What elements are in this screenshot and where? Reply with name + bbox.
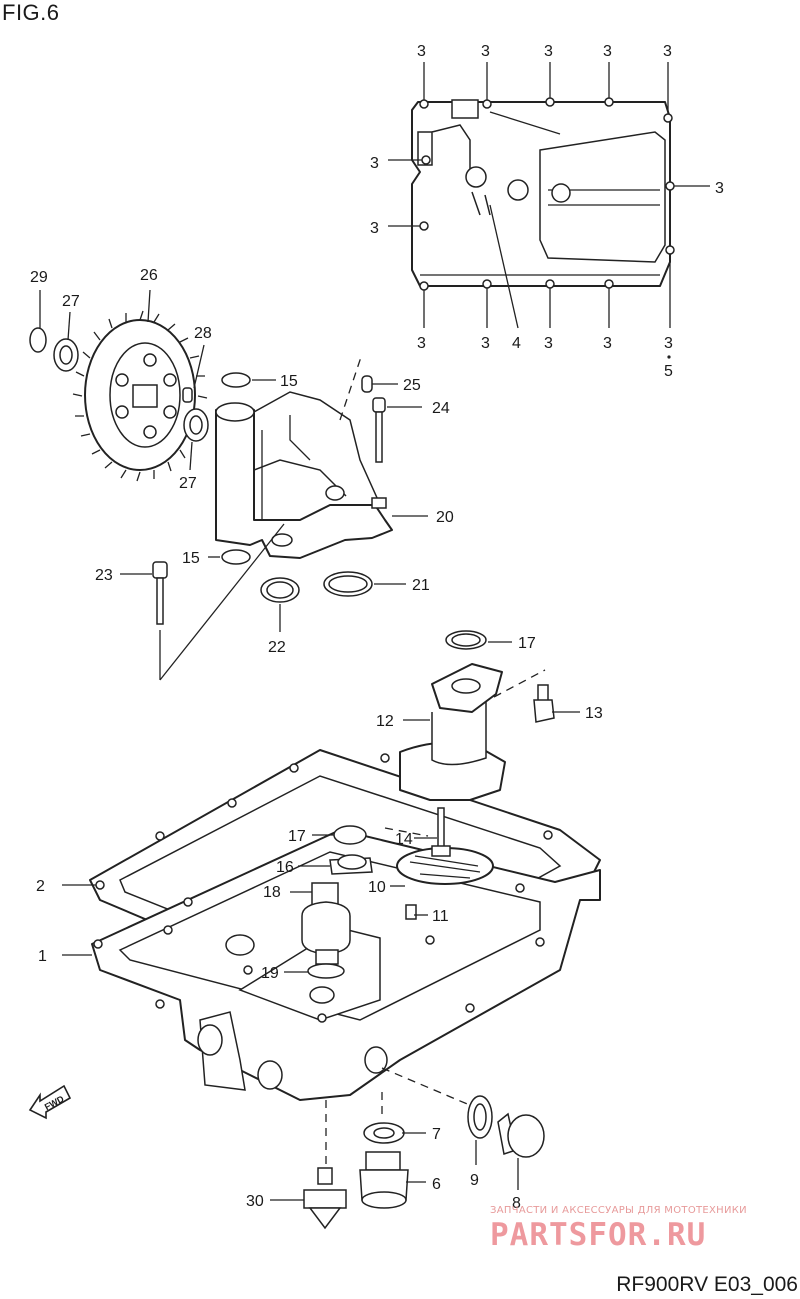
callout-3: 3: [417, 43, 426, 60]
callout-17: 17: [518, 635, 536, 652]
callout-1: 1: [38, 948, 47, 965]
callout-15: 15: [280, 373, 298, 390]
callout-29: 29: [30, 269, 48, 286]
callout-14: 14: [395, 831, 413, 848]
callout-3: 3: [715, 180, 724, 197]
callout-3: 3: [370, 220, 379, 237]
callout-6: 6: [432, 1176, 441, 1193]
callout-19: 19: [261, 965, 279, 982]
gear-leader-lines: [39, 289, 205, 471]
callout-24: 24: [432, 400, 450, 417]
watermark-caption: ЗАПЧАСТИ И АКСЕССУАРЫ ДЛЯ МОТОТЕХНИКИ: [490, 1205, 747, 1216]
baffle-leader-lines: [388, 62, 710, 329]
callout-17: 17: [288, 828, 306, 845]
callout-22: 22: [268, 639, 286, 656]
pan-leader-lines: [62, 641, 580, 973]
drain-leader-lines: [270, 1067, 519, 1201]
callout-20: 20: [436, 509, 454, 526]
callout-3: 3: [544, 335, 553, 352]
callout-30: 30: [246, 1193, 264, 1210]
gear-washers: [29, 327, 209, 442]
callout-11: 11: [432, 908, 449, 925]
callout-13: 13: [585, 705, 603, 722]
callout-numbers: 3 3 3 3 3 3 3 3 3 3 4 3 3 3 5 29 27 26 2…: [30, 43, 724, 1212]
pump-leader-lines: [120, 353, 428, 681]
callout-3: 3: [544, 43, 553, 60]
callout-9: 9: [470, 1172, 479, 1189]
callout-23: 23: [95, 567, 113, 584]
oil-pan-holes: [93, 753, 553, 1023]
oil-strainer-pipe: [399, 630, 555, 801]
callout-3: 3: [481, 335, 490, 352]
callout-3: 3: [481, 43, 490, 60]
callout-2: 2: [36, 878, 45, 895]
callout-7: 7: [432, 1126, 441, 1143]
callout-8: 8: [512, 1195, 521, 1212]
callout-27: 27: [62, 293, 80, 310]
callout-3: 3: [603, 335, 612, 352]
callout-25: 25: [403, 377, 421, 394]
callout-10: 10: [368, 879, 386, 896]
callout-21: 21: [412, 577, 430, 594]
callout-3: 3: [664, 335, 673, 352]
watermark-logo: PARTSFOR.RU: [490, 1217, 707, 1253]
figure-title: FIG.6: [2, 0, 60, 25]
callout-18: 18: [263, 884, 281, 901]
callout-27: 27: [179, 475, 197, 492]
forward-direction-icon: FWD: [28, 1084, 72, 1120]
callout-15: 15: [182, 550, 200, 567]
figure-code: RF900RV E03_006: [616, 1273, 798, 1296]
callout-3: 3: [370, 155, 379, 172]
callout-26: 26: [140, 267, 158, 284]
callout-3: 3: [417, 335, 426, 352]
callout-4: 4: [512, 335, 521, 352]
callout-5: 5: [664, 363, 673, 380]
pump-orings-bolts: [152, 372, 386, 625]
callout-12: 12: [376, 713, 394, 730]
drain-fittings: [303, 1095, 545, 1230]
callout-28: 28: [194, 325, 212, 342]
oil-screen-and-sensor: [301, 807, 494, 979]
baffle-plate: [411, 99, 671, 287]
oil-pump-drive-gear: [72, 310, 208, 482]
callout-3: 3: [603, 43, 612, 60]
callout-16: 16: [276, 859, 294, 876]
oil-pump-body: [215, 391, 393, 559]
callout-3: 3: [663, 43, 672, 60]
